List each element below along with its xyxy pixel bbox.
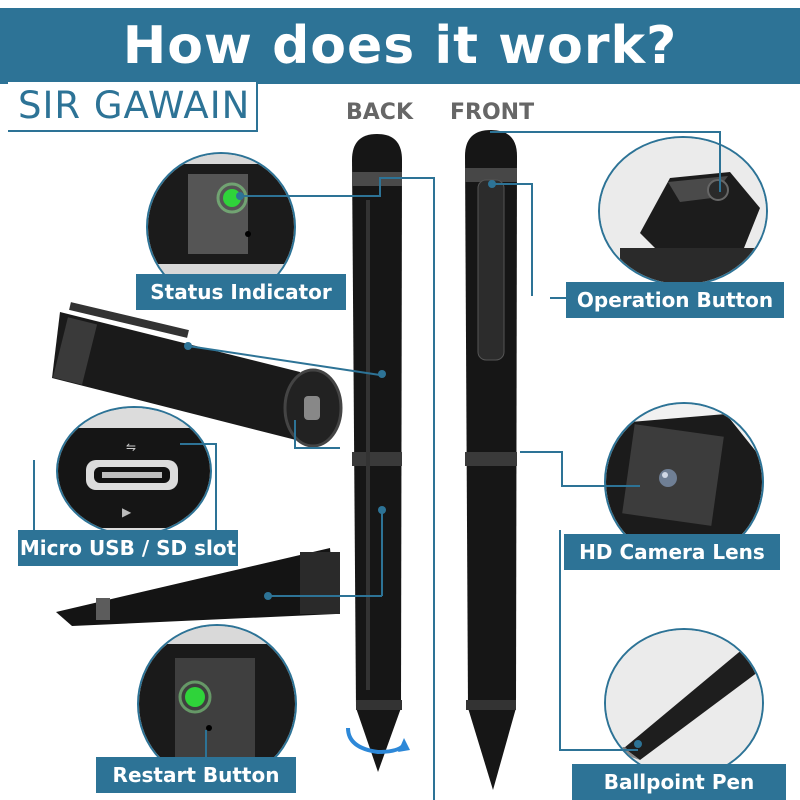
page-title: How does it work? xyxy=(122,16,678,76)
title-banner xyxy=(0,8,800,84)
ballpoint-detail-circle xyxy=(604,628,764,778)
usb-icon: ⇋ xyxy=(126,440,136,454)
micro-usb-closeup: ⇋ ▶ xyxy=(58,408,210,534)
status-led-icon xyxy=(223,189,241,207)
pen-tip-piece xyxy=(56,548,340,626)
brand-logo xyxy=(8,80,258,132)
brand-logo-text: SIR GAWAIN xyxy=(18,84,251,127)
restart-led-icon xyxy=(185,687,205,707)
pen-clip xyxy=(477,179,505,361)
svg-text:▶: ▶ xyxy=(122,505,132,519)
status-indicator-label: Status Indicator xyxy=(136,274,346,310)
front-pen xyxy=(465,130,517,790)
operation-button-label: Operation Button xyxy=(566,282,784,318)
front-view-label: FRONT xyxy=(450,100,535,125)
rotate-arrow-icon xyxy=(346,727,406,755)
operation-button-detail-circle xyxy=(598,136,768,286)
restart-button-closeup xyxy=(139,626,295,782)
ballpoint-closeup xyxy=(606,630,762,776)
operation-button-closeup xyxy=(600,138,766,284)
micro-usb-sd-slot-label: Micro USB / SD slot xyxy=(18,530,238,566)
back-view-label: BACK xyxy=(346,100,413,125)
restart-button-label: Restart Button xyxy=(96,757,296,793)
hd-camera-lens-label: HD Camera Lens xyxy=(564,534,780,570)
micro-usb-detail-circle: ⇋ ▶ xyxy=(56,406,212,536)
ballpoint-pen-label: Ballpoint Pen xyxy=(572,764,786,800)
pen-body-usb-piece xyxy=(52,302,343,448)
back-pen xyxy=(346,134,410,772)
